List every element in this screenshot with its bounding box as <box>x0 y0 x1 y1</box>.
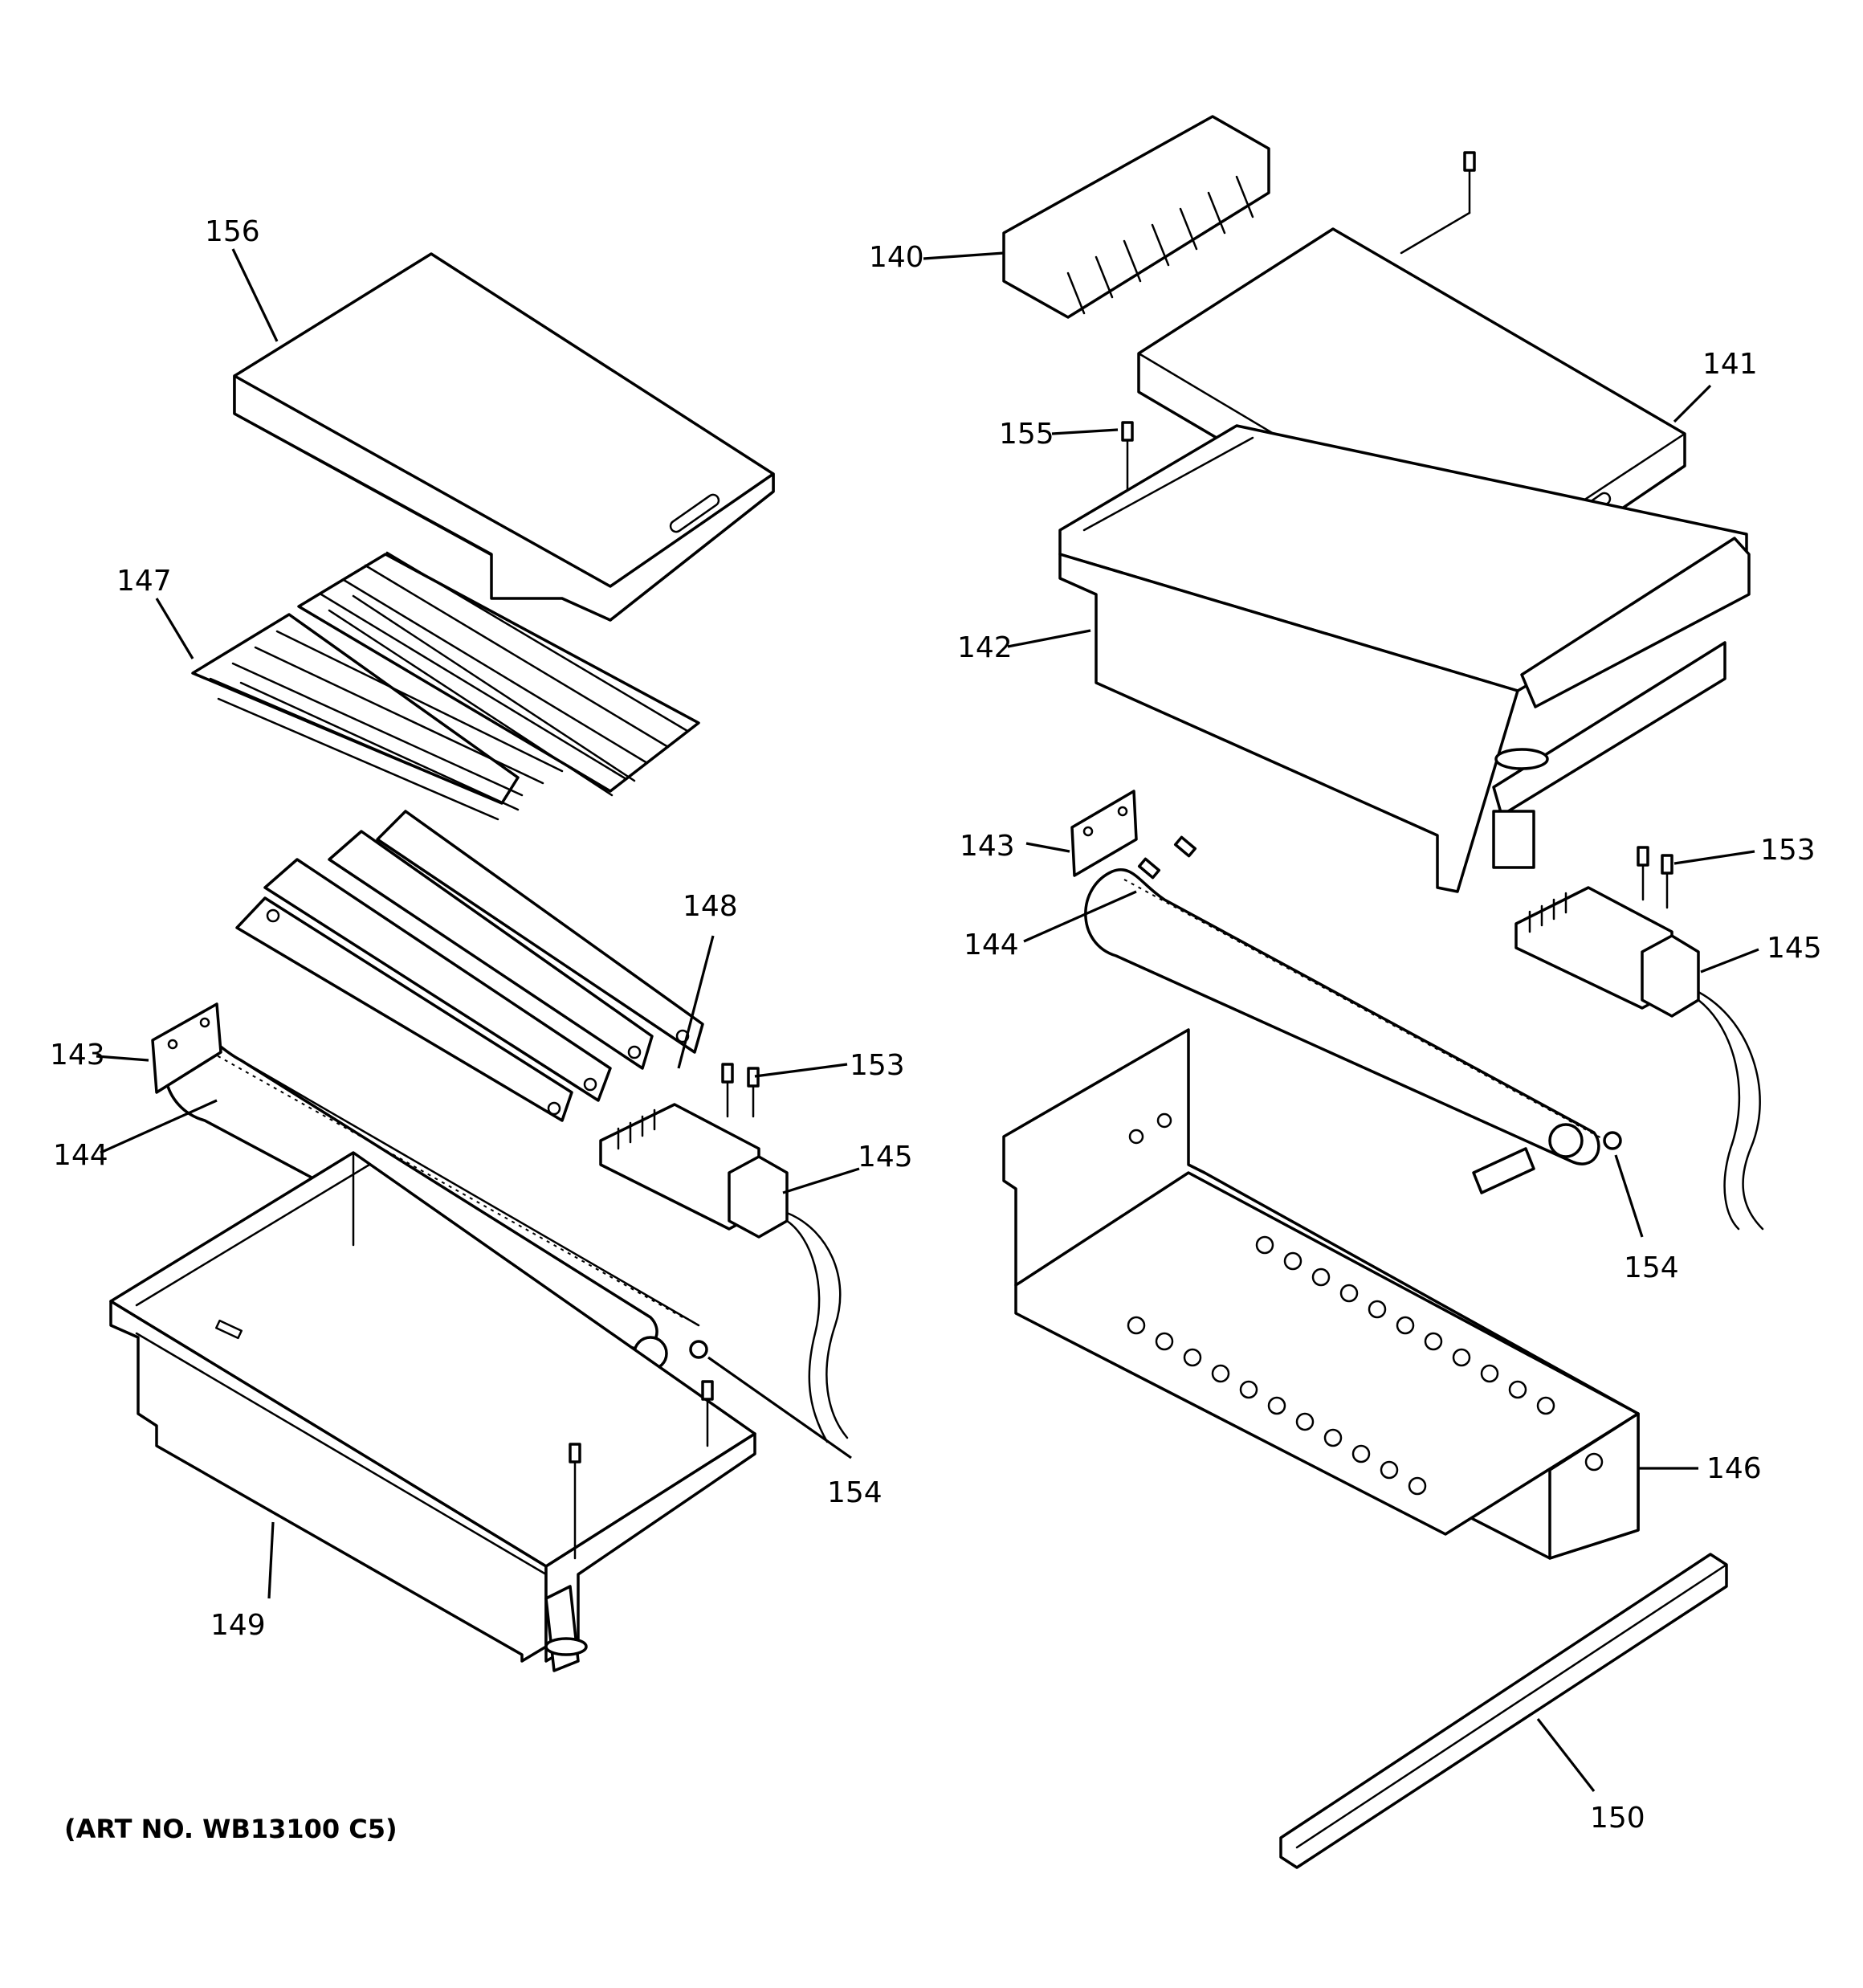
callout-153-right: 153 <box>1760 834 1816 867</box>
callout-144-right: 144 <box>964 929 1019 961</box>
callout-148: 148 <box>683 890 738 923</box>
callout-145-left: 145 <box>858 1141 913 1174</box>
callout-147: 147 <box>116 565 172 598</box>
screw-right-153a <box>1637 846 1649 901</box>
part-145-igniter-right <box>1514 886 1764 1231</box>
callout-142: 142 <box>957 631 1013 664</box>
nut-left-154 <box>689 1340 708 1359</box>
leader-lines <box>96 248 1759 1792</box>
part-150-rail <box>1279 1553 1728 1869</box>
callout-144-left: 144 <box>53 1139 108 1172</box>
part-156-grill-cover <box>233 252 775 622</box>
part-146-burner-tray <box>1002 1028 1640 1560</box>
part-142-griddle-pan <box>1058 424 1751 893</box>
screw-right-burner <box>1137 835 1197 880</box>
callout-154-left: 154 <box>827 1476 883 1509</box>
screw-left-149b <box>569 1443 581 1560</box>
screw-left-153b <box>747 1067 760 1118</box>
part-144-burner-right <box>1070 790 1607 1194</box>
callout-150: 150 <box>1590 1802 1645 1835</box>
nut-right-154 <box>1603 1131 1622 1150</box>
callout-153-left: 153 <box>850 1049 905 1082</box>
callout-140: 140 <box>869 241 924 274</box>
part-140-vent-trim <box>1002 115 1270 319</box>
part-147-grill-grates <box>191 551 700 821</box>
callout-156: 156 <box>205 215 260 248</box>
screw-left-153a <box>721 1063 734 1118</box>
part-145-igniter-left <box>599 1103 849 1443</box>
part-149-burner-box <box>109 1151 756 1672</box>
callout-155: 155 <box>999 418 1054 451</box>
callout-143-left: 143 <box>50 1039 105 1072</box>
callout-146: 146 <box>1706 1452 1762 1485</box>
callout-labels: 156 147 148 143 144 153 145 154 149 140 … <box>50 215 1822 1835</box>
part-148-flavor-bars <box>235 810 704 1122</box>
callout-145-right: 145 <box>1767 932 1822 965</box>
callout-143-right: 143 <box>960 830 1015 863</box>
callout-149: 149 <box>210 1609 266 1642</box>
screw-left-149a <box>701 1380 714 1447</box>
callout-141: 141 <box>1702 348 1758 381</box>
art-number: (ART NO. WB13100 C5) <box>64 1814 397 1844</box>
callout-154-right: 154 <box>1624 1251 1679 1284</box>
screw-top-right <box>1400 151 1476 255</box>
screw-right-153b <box>1661 854 1673 909</box>
screw-155 <box>1121 421 1134 492</box>
